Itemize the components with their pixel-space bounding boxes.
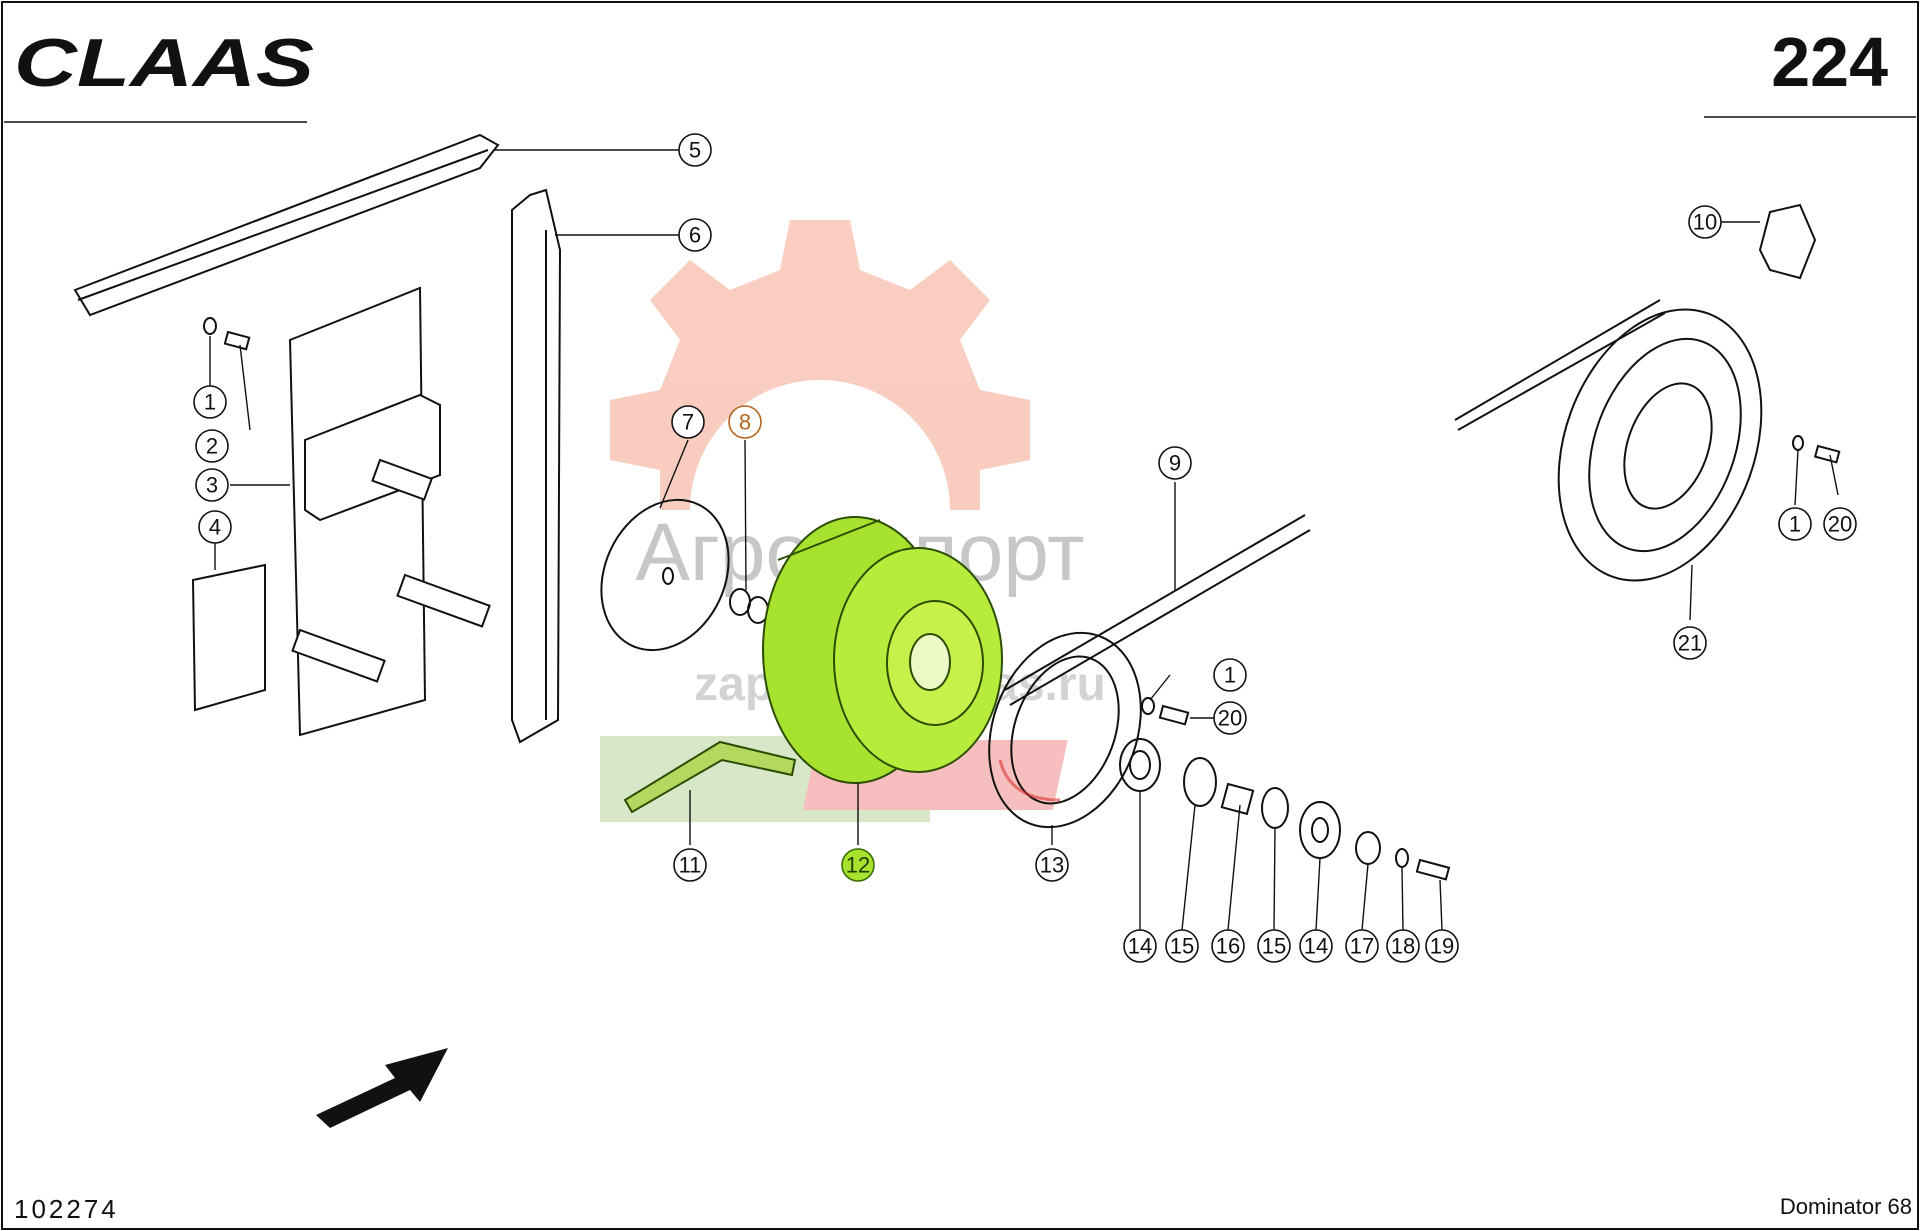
part-7-disc <box>600 498 730 652</box>
svg-text:1: 1 <box>204 390 216 415</box>
callout-21: 21 <box>1673 626 1707 660</box>
part-3-bracket <box>288 286 491 737</box>
svg-text:20: 20 <box>1218 706 1242 731</box>
bearing-stack <box>1119 697 1451 881</box>
callout-19: 19 <box>1425 929 1459 963</box>
leader-lines <box>209 149 1839 931</box>
callout-17: 17 <box>1345 929 1379 963</box>
callout-5: 5 <box>678 133 712 167</box>
callout-14-a: 14 <box>1123 929 1157 963</box>
svg-text:5: 5 <box>689 138 701 163</box>
callout-1-b: 1 <box>1213 658 1247 692</box>
svg-text:7: 7 <box>682 410 694 435</box>
callout-9: 9 <box>1158 446 1192 480</box>
callout-15-b: 15 <box>1257 929 1291 963</box>
callout-1: 1 <box>193 385 227 419</box>
svg-text:15: 15 <box>1262 934 1286 959</box>
part-9-belt <box>1004 514 1311 706</box>
callout-4: 4 <box>198 510 232 544</box>
svg-text:19: 19 <box>1430 934 1454 959</box>
callout-12: 12 <box>841 848 875 882</box>
part-5-angle-rail <box>73 133 500 317</box>
svg-text:17: 17 <box>1350 934 1374 959</box>
part-10-block <box>1758 203 1817 280</box>
callout-16: 16 <box>1211 929 1245 963</box>
part-1-2-fasteners <box>203 317 251 351</box>
svg-text:3: 3 <box>206 473 218 498</box>
svg-text:16: 16 <box>1216 934 1240 959</box>
callout-7: 7 <box>671 405 705 439</box>
part-4-angle <box>191 563 266 712</box>
svg-text:14: 14 <box>1128 934 1152 959</box>
drawing-number: 102274 <box>14 1194 119 1224</box>
brand-logo: CLAAS <box>14 25 314 101</box>
page-number: 224 <box>1771 23 1888 101</box>
svg-text:20: 20 <box>1828 512 1852 537</box>
callout-1-c: 1 <box>1778 507 1812 541</box>
svg-text:9: 9 <box>1169 451 1181 476</box>
svg-text:11: 11 <box>679 853 702 878</box>
svg-text:2: 2 <box>206 434 218 459</box>
callout-20-b: 20 <box>1823 507 1857 541</box>
model-name: Dominator 68 <box>1780 1194 1912 1219</box>
svg-text:1: 1 <box>1789 512 1801 537</box>
callout-18: 18 <box>1386 929 1420 963</box>
callout-13: 13 <box>1035 848 1069 882</box>
svg-text:18: 18 <box>1391 934 1415 959</box>
svg-text:8: 8 <box>739 410 751 435</box>
callout-3: 3 <box>195 468 229 502</box>
svg-text:13: 13 <box>1040 853 1064 878</box>
svg-text:12: 12 <box>846 853 870 878</box>
callout-20-a: 20 <box>1213 701 1247 735</box>
callout-15-a: 15 <box>1165 929 1199 963</box>
direction-arrow-icon <box>316 1048 448 1128</box>
svg-text:6: 6 <box>689 223 701 248</box>
watermark-gear-icon <box>610 220 1030 510</box>
part-6-post <box>511 188 562 744</box>
callout-14-b: 14 <box>1299 929 1333 963</box>
callout-6: 6 <box>678 218 712 252</box>
part-12-pulley <box>762 516 1003 784</box>
svg-text:21: 21 <box>1678 631 1702 656</box>
callout-11: 11 <box>673 848 707 882</box>
svg-text:14: 14 <box>1304 934 1328 959</box>
svg-text:1: 1 <box>1224 663 1236 688</box>
part-11-lever <box>623 740 797 814</box>
callout-8: 8 <box>728 405 762 439</box>
callout-10: 10 <box>1688 205 1722 239</box>
svg-text:15: 15 <box>1170 934 1194 959</box>
svg-text:4: 4 <box>209 515 221 540</box>
callout-2: 2 <box>195 429 229 463</box>
svg-text:10: 10 <box>1693 210 1717 235</box>
part-21-pulley <box>1454 299 1841 582</box>
